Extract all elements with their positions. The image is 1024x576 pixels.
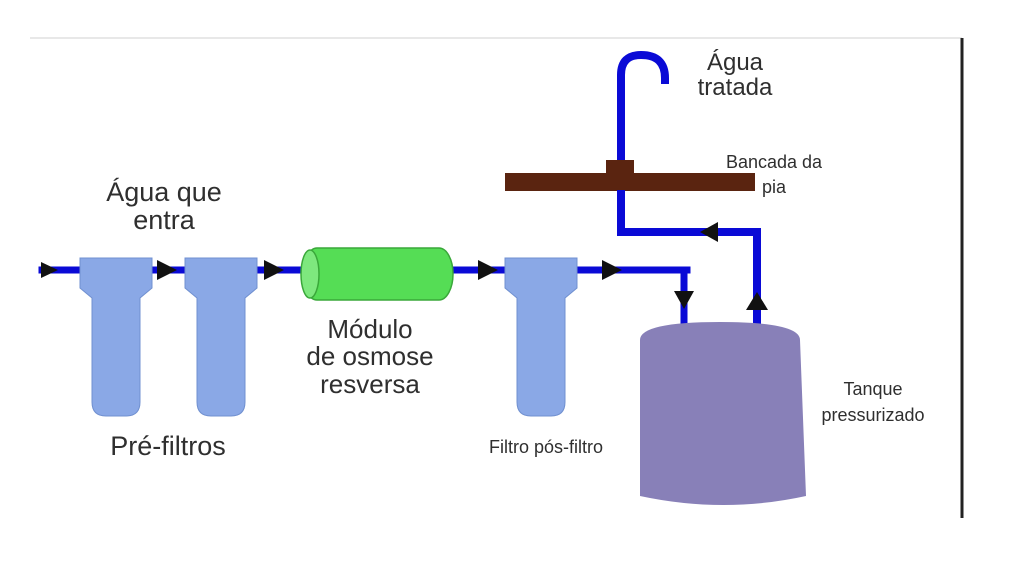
outlet-label-line-2: tratada bbox=[697, 74, 773, 102]
prefilter-2 bbox=[184, 257, 258, 417]
counter-label-line-1: Bancada da bbox=[725, 152, 823, 172]
arrow-tank-out bbox=[746, 292, 768, 310]
inlet-label-line-2: entra bbox=[133, 205, 195, 236]
arrow-tank-in bbox=[674, 291, 694, 309]
outlet-pipe bbox=[617, 75, 761, 330]
prefilters-label: Pré-filtros bbox=[110, 431, 226, 461]
arrow-post-filter bbox=[602, 260, 622, 280]
ro-module-end-cap bbox=[300, 249, 320, 299]
inlet-label-line-1: Água que bbox=[106, 177, 222, 207]
arrow-prefilter-1 bbox=[157, 260, 177, 280]
arrow-ro bbox=[478, 260, 498, 280]
prefilter-1 bbox=[79, 257, 153, 417]
ro-label-line-2: de osmose bbox=[306, 341, 434, 372]
faucet-base bbox=[606, 160, 634, 190]
tank-label: Tanque pressurizado bbox=[804, 376, 942, 428]
inlet-label: Água que entra bbox=[88, 178, 240, 235]
arrow-prefilter-2 bbox=[264, 260, 284, 280]
arrow-inlet bbox=[41, 262, 58, 278]
tank-label-line-1: Tanque bbox=[843, 379, 903, 399]
tank-label-line-2: pressurizado bbox=[821, 405, 925, 426]
faucet-spout bbox=[617, 50, 669, 84]
outlet-label-line-1: Água bbox=[706, 49, 764, 76]
post-filter bbox=[504, 257, 578, 417]
ro-label-line-3: resversa bbox=[320, 368, 420, 399]
pressure-tank bbox=[640, 322, 806, 505]
ro-module-label: Módulo de osmose resversa bbox=[284, 314, 456, 399]
post-filter-label: Filtro pós-filtro bbox=[488, 437, 604, 457]
arrow-return bbox=[700, 222, 718, 242]
ro-label-line-1: Módulo bbox=[327, 314, 413, 344]
ro-module bbox=[302, 247, 454, 301]
counter-label: Bancada da pia bbox=[706, 150, 842, 200]
outlet-label: Água tratada bbox=[682, 50, 788, 100]
counter-label-line-2: pia bbox=[761, 177, 787, 198]
